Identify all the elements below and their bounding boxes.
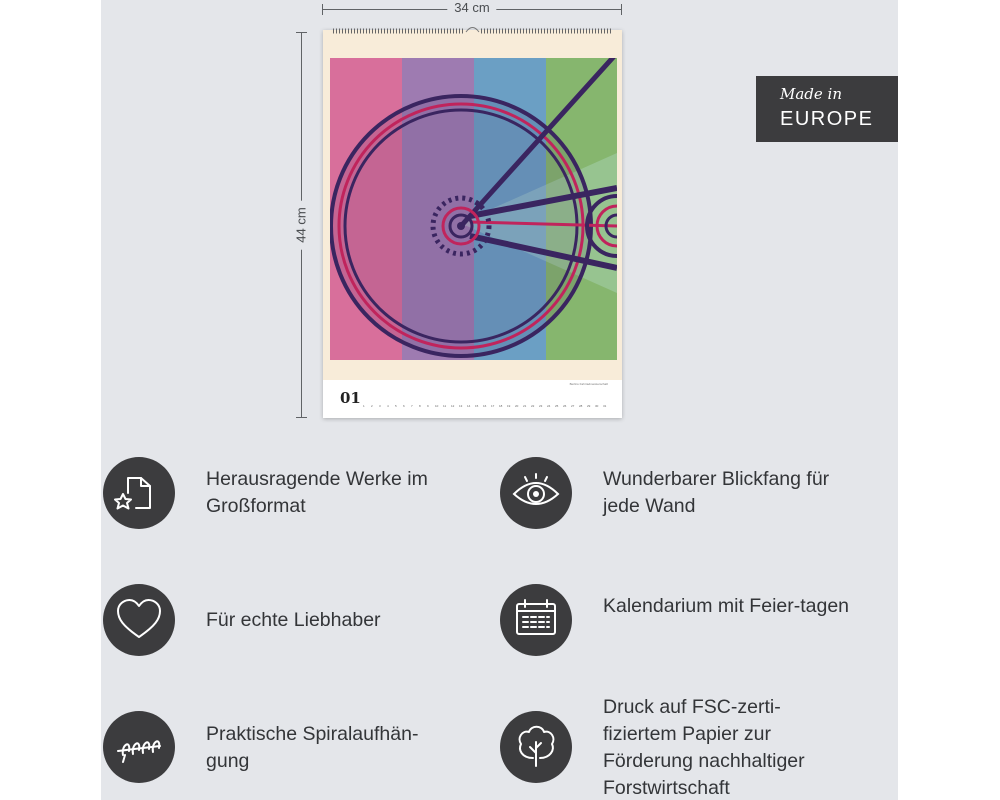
star-frame-icon	[103, 457, 175, 529]
calendar-day: 16	[483, 404, 487, 408]
calendar-icon	[500, 584, 572, 656]
calendar-day: 12	[451, 404, 455, 408]
calendar-day: 14	[467, 404, 471, 408]
calendar-day: 19	[507, 404, 511, 408]
calendar-day: 10	[435, 404, 439, 408]
spiral-binding	[333, 27, 613, 34]
calendar-day: 27	[571, 404, 575, 408]
feature-text-fsc-paper: Druck auf FSC-zerti-fiziertem Papier zur…	[603, 696, 805, 799]
spiral-binding-icon	[103, 711, 175, 783]
calendar-day: 29	[587, 404, 591, 408]
badge-line-2: EUROPE	[780, 108, 874, 130]
height-dimension-tick-top	[296, 32, 307, 33]
tree-icon	[500, 711, 572, 783]
calendar-day: 17	[491, 404, 495, 408]
calendar-day: 28	[579, 404, 583, 408]
calendar-day: 24	[547, 404, 551, 408]
height-dimension: 44 cm	[291, 32, 311, 418]
calendar-day: 7	[411, 404, 413, 408]
calendar-day: 5	[395, 404, 397, 408]
heart-icon	[103, 584, 175, 656]
calendar-day: 25	[555, 404, 559, 408]
calendar-day: 2	[371, 404, 373, 408]
calendar-day: 8	[419, 404, 421, 408]
width-dimension: 34 cm	[322, 0, 622, 20]
calendar-day: 20	[515, 404, 519, 408]
calendar-artwork	[330, 58, 617, 360]
badge-line-1: Made in	[780, 85, 843, 103]
calendar-day: 15	[475, 404, 479, 408]
width-dimension-tick-right	[621, 4, 622, 15]
height-dimension-tick-bottom	[296, 417, 307, 418]
calendar-day: 31	[603, 404, 607, 408]
artwork-caption: Berlins Fahrradmeisterschaft	[569, 382, 608, 386]
calendar-month: 01	[340, 389, 361, 407]
calendar-day: 30	[595, 404, 599, 408]
calendar-day: 1	[363, 404, 365, 408]
width-label: 34 cm	[447, 0, 497, 15]
product-info-panel: 34 cm 44 cm	[101, 0, 898, 800]
feature-text-eye-catcher: Wunderbarer Blickfang für jede Wand	[603, 468, 830, 517]
calendar-day: 6	[403, 404, 405, 408]
width-dimension-tick-left	[322, 4, 323, 15]
eye-icon	[500, 457, 572, 529]
feature-text-enthusiasts: Für echte Liebhaber	[206, 609, 381, 631]
calendar-day: 13	[459, 404, 463, 408]
calendar-day: 21	[523, 404, 527, 408]
height-label: 44 cm	[293, 200, 309, 250]
calendar-day: 18	[499, 404, 503, 408]
feature-text-spiral-binding: Praktische Spiralaufhän-gung	[206, 723, 419, 772]
feature-text-calendar-holidays: Kalendarium mit Feier-tagen	[603, 595, 850, 617]
feature-text-large-format: Herausragende Werke im Großformat	[206, 468, 428, 517]
calendar-day: 11	[443, 404, 447, 408]
calendar-day: 26	[563, 404, 567, 408]
made-in-europe-badge: Made in EUROPE	[756, 76, 898, 142]
calendar-day: 9	[427, 404, 429, 408]
calendar-day: 4	[387, 404, 389, 408]
calendar-day: 22	[531, 404, 535, 408]
calendar-day: 23	[539, 404, 543, 408]
calendar-day: 3	[379, 404, 381, 408]
